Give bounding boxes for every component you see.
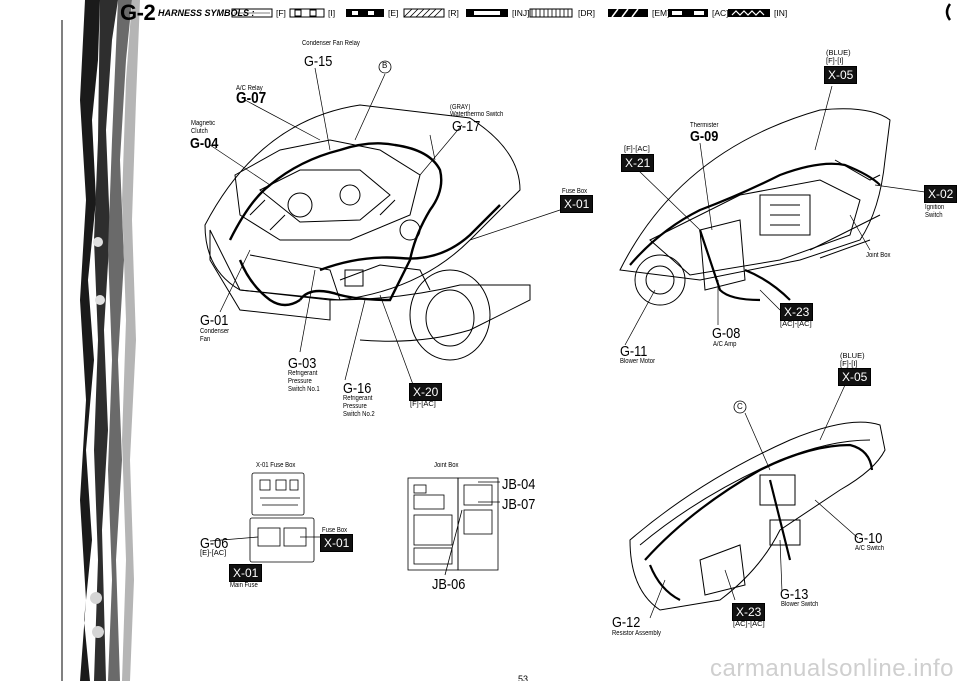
ac-switch-desc: A/C Switch [855, 545, 885, 552]
pressure-switch-2-code: G-16 [343, 380, 372, 397]
engine-bay-illustration [204, 104, 531, 361]
x23-lower-tag: [AC]-[AC] [733, 619, 765, 628]
water-thermo-desc: Waterthermo Switch [450, 111, 504, 118]
ac-amp-code: G-08 [712, 325, 741, 342]
water-thermo-code: G-17 [452, 118, 481, 135]
symbol-inj: [INJ] [512, 8, 530, 18]
jb04-label: JB-04 [502, 476, 536, 493]
water-thermo-color: (GRAY) [450, 104, 471, 111]
joint-box-detail-title: Joint Box [434, 462, 459, 469]
blower-switch-desc: Blower Switch [781, 601, 819, 608]
harness-symbols-label: HARNESS SYMBOLS : [158, 8, 255, 18]
blower-motor-code: G-11 [620, 343, 648, 360]
page-number: 53 [518, 674, 529, 681]
fuse-box-desc: Fuse Box [562, 188, 588, 195]
resistor-desc: Resistor Assembly [612, 630, 661, 637]
dash-upper-leader-lines [624, 85, 926, 346]
binding-edge [0, 0, 140, 681]
circle-b-label: B [382, 61, 388, 70]
connector-x23-upper: X-23 [780, 303, 814, 321]
g06-code: G-06 [200, 535, 229, 552]
pressure-switch-2-desc: Refrigerant Pressure Switch No.2 [343, 395, 375, 418]
symbol-ac: [AC] [712, 8, 729, 18]
symbol-em: [EM] [652, 8, 670, 18]
joint-box-detail [407, 477, 500, 576]
connector-x21: X-21 [621, 154, 655, 172]
connector-x20: X-20 [409, 383, 443, 401]
dash-lower-leader-lines [649, 384, 859, 619]
connector-x23-lower: X-23 [732, 603, 766, 621]
connector-x01-engine: X-01 [560, 195, 594, 213]
ac-switch-code: G-10 [854, 530, 883, 547]
thermister-desc: Thermister [690, 122, 719, 129]
condenser-fan-relay-desc: Condenser Fan Relay [302, 40, 360, 47]
x23-upper-tag: [AC]-[AC] [780, 319, 812, 328]
condenser-fan-code: G-01 [200, 312, 229, 329]
connector-x02: X-02 [924, 185, 958, 203]
engine-leader-lines [209, 67, 561, 391]
dash-upper-harness [629, 162, 881, 302]
connector-x05-lower: X-05 [838, 368, 872, 386]
g06-tag: [E]-[AC] [200, 548, 227, 557]
fuse-detail-title: X-01 Fuse Box [256, 462, 296, 469]
fuse-box-detail [209, 472, 322, 563]
magnetic-clutch-code: G-04 [190, 135, 219, 152]
x05-upper-color: (BLUE) [826, 48, 851, 57]
jb07-label: JB-07 [502, 496, 536, 513]
dash-lower-harness [644, 443, 874, 601]
main-fuse-label: Main Fuse [230, 582, 258, 589]
connector-x01-detail-bottom: X-01 [229, 564, 263, 582]
x05-lower-tag: [F]-[I] [840, 359, 858, 368]
circle-c-label: C [737, 402, 743, 411]
blower-motor-desc: Blower Motor [620, 358, 656, 365]
x05-upper-tag: [F]-[I] [826, 56, 844, 65]
thermister-code: G-09 [690, 128, 719, 145]
symbol-in: [IN] [774, 8, 788, 18]
harness-symbol-swatches [231, 3, 952, 21]
condenser-fan-relay-code: G-15 [304, 53, 333, 70]
symbol-r: [R] [448, 8, 459, 18]
symbol-f: [F] [276, 8, 286, 18]
engine-harness [228, 142, 501, 307]
blower-switch-code: G-13 [780, 586, 809, 603]
connector-x05-upper: X-05 [824, 66, 858, 84]
dash-lower-illustration [629, 421, 886, 611]
symbol-e: [E] [388, 8, 399, 18]
jb06-label: JB-06 [432, 576, 466, 593]
dash-upper-illustration [619, 108, 891, 306]
condenser-fan-desc: Condenser Fan [200, 328, 230, 343]
ac-amp-desc: A/C Amp [713, 341, 737, 348]
connector-x20-tag: [F]-[AC] [410, 399, 436, 408]
resistor-code: G-12 [612, 614, 641, 631]
x21-tag: [F]-[AC] [624, 144, 650, 153]
ac-relay-code: G-07 [236, 90, 267, 107]
pressure-switch-1-desc: Refrigerant Pressure Switch No.1 [288, 370, 320, 393]
pressure-switch-1-code: G-03 [288, 355, 317, 372]
symbol-i: [I] [328, 8, 336, 18]
x05-lower-color: (BLUE) [840, 351, 865, 360]
magnetic-clutch-desc: Magnetic Clutch [191, 120, 216, 135]
ac-relay-desc: A/C Relay [236, 85, 263, 92]
watermark: carmanualsonline.info [710, 655, 954, 681]
joint-box-upper-label: Joint Box [866, 252, 891, 259]
page-title: G-2 [120, 0, 156, 25]
connector-x01-detail-right: X-01 [320, 534, 354, 552]
ignition-switch-label: Ignition Switch [925, 204, 945, 219]
fuse-detail-fusebox-label: Fuse Box [322, 527, 348, 534]
symbol-dr: [DR] [578, 8, 595, 18]
